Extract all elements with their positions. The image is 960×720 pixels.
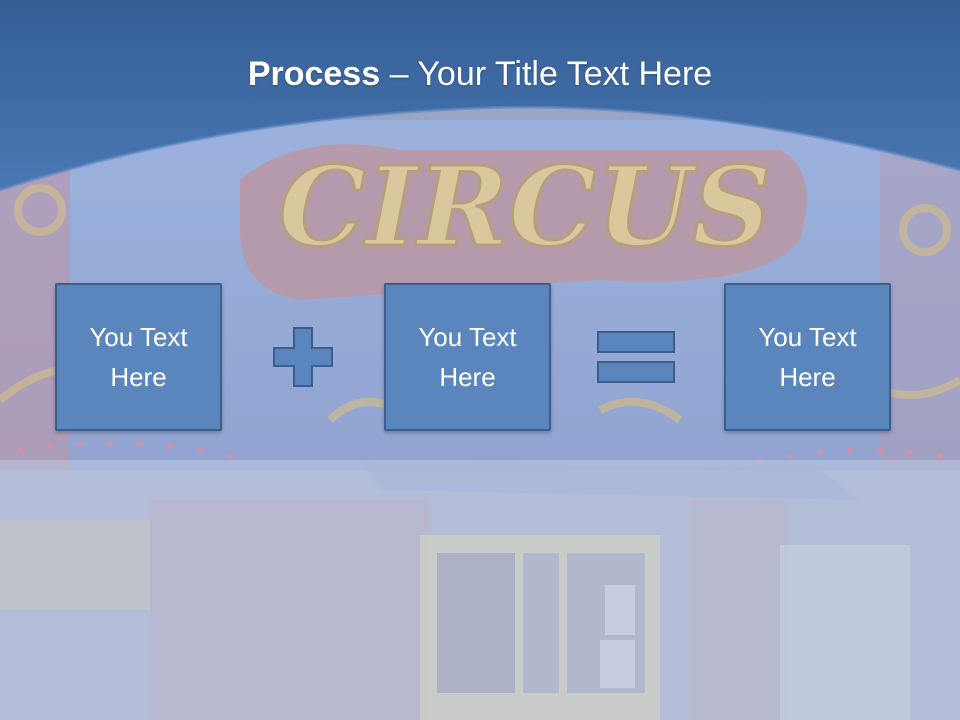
- slide-title: Process – Your Title Text Here: [0, 52, 960, 96]
- ticket-window: [420, 535, 660, 720]
- process-box-2-text: You Text Here: [418, 322, 517, 392]
- process-box-3[interactable]: You Text Here: [724, 283, 891, 431]
- svg-text:CIRCUS: CIRCUS: [278, 142, 771, 271]
- title-bold: Process: [247, 55, 381, 93]
- title-text: Your Title Text Here: [417, 55, 713, 93]
- process-box-1[interactable]: You Text Here: [55, 283, 222, 431]
- title-separator: –: [389, 55, 409, 93]
- equals-icon: [597, 331, 675, 383]
- process-box-1-text: You Text Here: [89, 322, 188, 392]
- process-box-2[interactable]: You Text Here: [384, 283, 551, 431]
- plus-icon: [273, 327, 333, 387]
- process-box-3-text: You Text Here: [758, 322, 857, 392]
- circus-sign: CIRCUS: [240, 141, 807, 300]
